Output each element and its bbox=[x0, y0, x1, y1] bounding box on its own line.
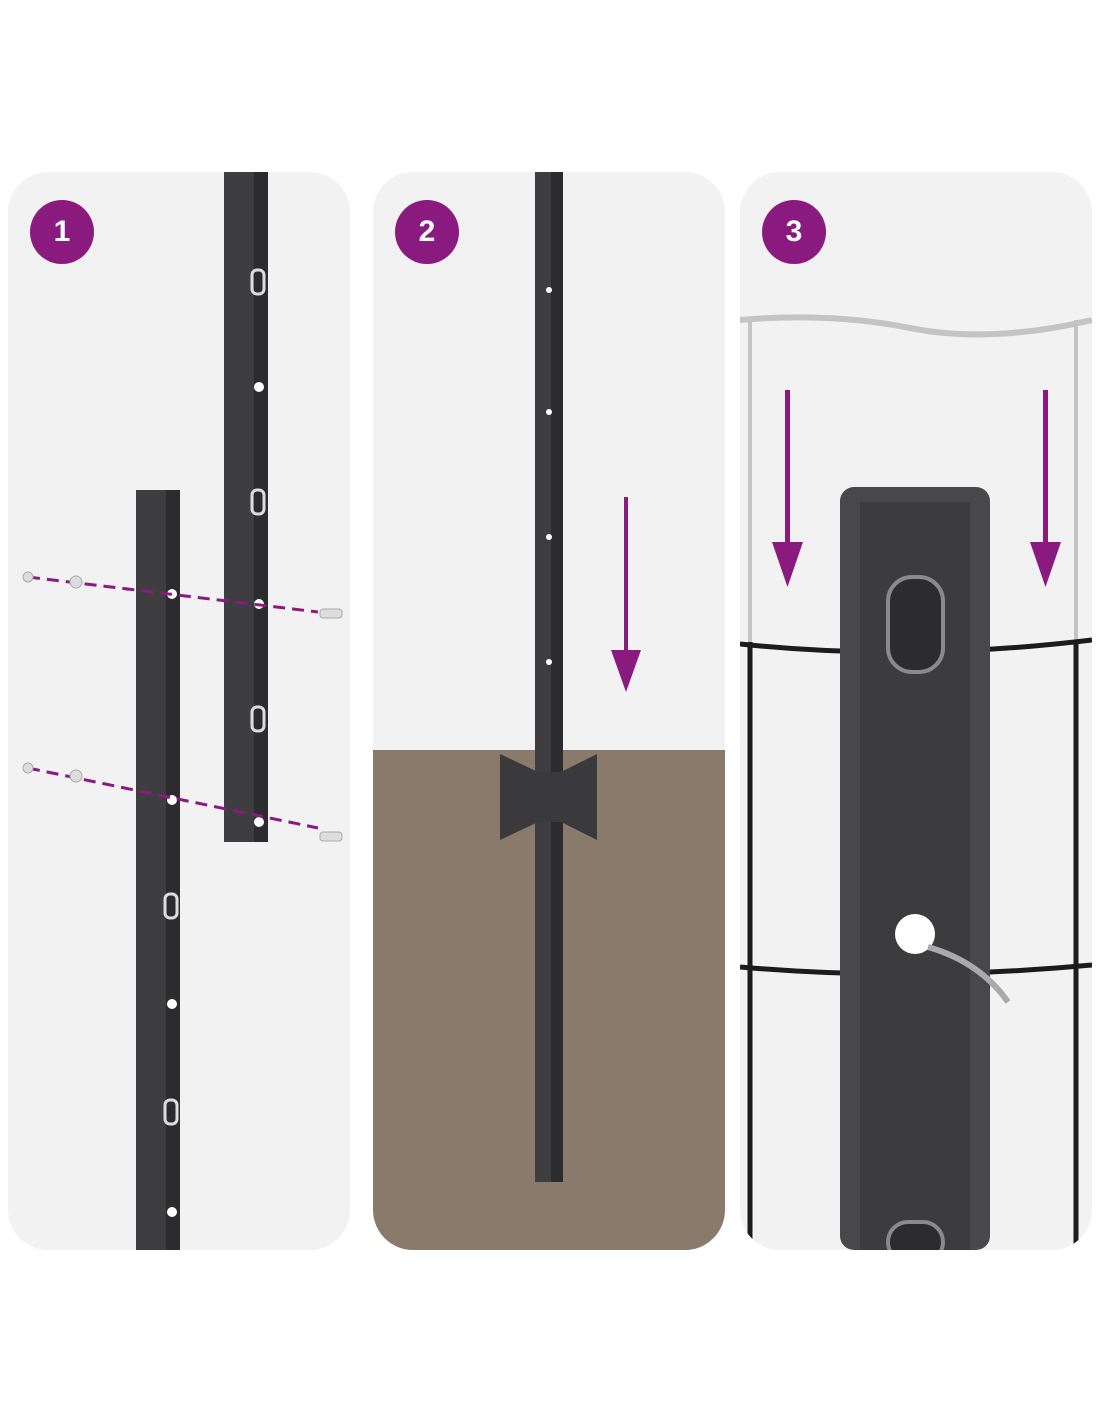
anchor-plate bbox=[500, 754, 597, 840]
driving-post-illustration bbox=[373, 172, 725, 1250]
attach-fence-illustration bbox=[740, 314, 1092, 1250]
step-1-panel: 1 bbox=[8, 172, 350, 1250]
bolts bbox=[22, 571, 343, 842]
step-number-badge: 2 bbox=[395, 200, 459, 264]
step-3-panel: 3 bbox=[740, 172, 1092, 1250]
step-2-panel: 2 bbox=[373, 172, 725, 1250]
post-joining-illustration bbox=[22, 172, 343, 1250]
ring-clip bbox=[927, 944, 1011, 1004]
hook bbox=[886, 575, 945, 674]
arrow-down-icon bbox=[611, 650, 641, 692]
step-number-badge: 3 bbox=[762, 200, 826, 264]
arrow-down-icon bbox=[772, 542, 803, 587]
step-number-badge: 1 bbox=[30, 200, 94, 264]
arrow-down-icon bbox=[1030, 542, 1061, 587]
